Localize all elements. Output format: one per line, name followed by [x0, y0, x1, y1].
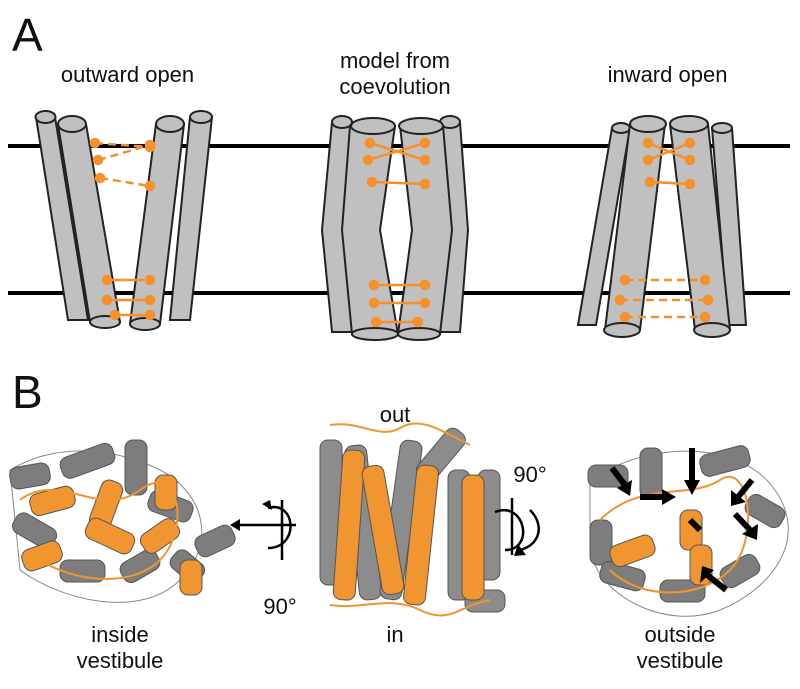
panel-b-letter: B — [12, 366, 43, 418]
coevolution-model-label: model from coevolution — [290, 48, 500, 100]
inward-open-contacts — [614, 137, 714, 323]
side-view-structure — [319, 422, 506, 617]
left-rotation-icon — [230, 500, 296, 560]
inside-vestibule-label: inside vestibule — [55, 622, 185, 674]
inside-vestibule-line2: vestibule — [76, 648, 164, 673]
outside-vestibule-label: outside vestibule — [615, 622, 745, 674]
inside-vestibule-structure — [9, 439, 236, 603]
side-view-in-label: in — [386, 622, 404, 647]
outside-vestibule-structure — [587, 445, 789, 617]
inward-open-label: inward open — [607, 62, 728, 87]
outward-open-label: outward open — [60, 62, 195, 87]
coevolution-model-label-line2: coevolution — [339, 74, 451, 99]
right-rotation-label: 90° — [513, 462, 547, 487]
coevolution-model-contacts — [362, 137, 431, 328]
inside-vestibule-line1: inside — [91, 622, 149, 647]
outward-open-contacts — [89, 137, 156, 321]
coevolution-model-transporter — [320, 115, 470, 341]
outside-vestibule-line2: vestibule — [636, 648, 724, 673]
coevolution-model-label-line1: model from — [339, 48, 451, 73]
left-rotation-label: 90° — [263, 594, 297, 619]
outward-open-transporter — [34, 110, 214, 331]
side-view-out-label: out — [379, 402, 411, 427]
panel-a-letter: A — [12, 9, 43, 61]
outside-vestibule-arrows — [609, 448, 758, 593]
outside-vestibule-line1: outside — [644, 622, 716, 647]
right-rotation-icon — [494, 498, 540, 556]
